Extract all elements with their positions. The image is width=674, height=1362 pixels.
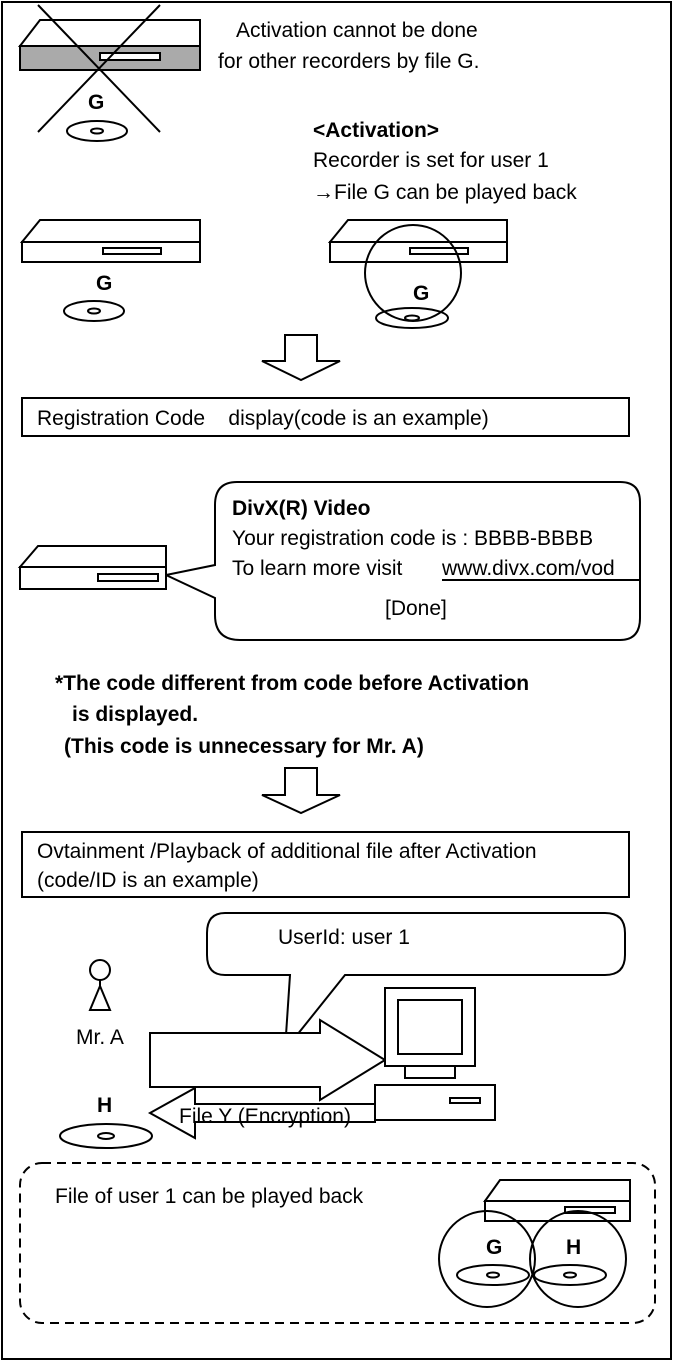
result-circle-h bbox=[529, 1210, 627, 1308]
disc-label-left: G bbox=[96, 272, 112, 295]
obtainment-line-2: (code/ID is an example) bbox=[37, 869, 259, 892]
file-arrow-label: File Y (Encryption) bbox=[179, 1105, 351, 1128]
obtainment-box bbox=[21, 831, 630, 898]
crossed-disc-label: G bbox=[88, 91, 104, 114]
note-line-3: (This code is unnecessary for Mr. A) bbox=[64, 735, 424, 758]
activation-line-1: Recorder is set for user 1 bbox=[313, 149, 549, 172]
crossed-disc-icon bbox=[66, 120, 128, 142]
registration-box bbox=[21, 397, 630, 437]
person-label: Mr. A bbox=[76, 1026, 124, 1049]
userid-bubble bbox=[206, 912, 626, 1054]
disc-label-h: H bbox=[97, 1094, 112, 1117]
disc-label-right: G bbox=[413, 282, 429, 305]
upload-arrow bbox=[149, 1018, 387, 1102]
cross-mark-icon bbox=[37, 4, 161, 133]
dialog-code-line: Your registration code is : BBBB-BBBB bbox=[232, 527, 593, 550]
result-disc-h-label: H bbox=[566, 1236, 581, 1259]
dialog-title: DivX(R) Video bbox=[232, 497, 370, 520]
crossed-recorder bbox=[17, 19, 201, 71]
computer-icon bbox=[374, 987, 496, 1121]
disc-right-icon bbox=[375, 307, 449, 329]
recorder-left bbox=[19, 219, 201, 263]
registration-label: Registration Code display(code is an exa… bbox=[37, 407, 489, 430]
restriction-line-2: for other recorders by file G. bbox=[218, 50, 479, 73]
person-icon bbox=[88, 959, 112, 1011]
note-line-1: *The code different from code before Act… bbox=[55, 672, 529, 695]
result-disc-g-label: G bbox=[486, 1236, 502, 1259]
note-line-2: is displayed. bbox=[72, 703, 198, 726]
recorder-right bbox=[327, 219, 508, 263]
disc-result-g-icon bbox=[456, 1264, 530, 1286]
disc-h-icon bbox=[59, 1123, 153, 1149]
dialog-bubble bbox=[162, 481, 641, 641]
file-arrow bbox=[147, 1086, 376, 1140]
dialog-learn-prefix: To learn more visit bbox=[232, 557, 403, 580]
down-arrow-1 bbox=[261, 334, 341, 382]
restriction-line-1: Activation cannot be done bbox=[236, 19, 478, 42]
activation-title: <Activation> bbox=[313, 119, 439, 142]
dialog-learn-link[interactable]: www.divx.com/vod bbox=[441, 557, 615, 580]
dialog-done-button[interactable]: [Done] bbox=[385, 597, 447, 620]
activation-circle bbox=[364, 224, 462, 322]
userid-text: UserId: user 1 bbox=[278, 926, 410, 949]
result-box bbox=[19, 1162, 656, 1324]
result-circle-g bbox=[438, 1210, 536, 1308]
result-text: File of user 1 can be played back bbox=[55, 1185, 364, 1208]
disc-left-icon bbox=[63, 300, 125, 322]
activation-line-2: →File G can be played back bbox=[313, 181, 577, 204]
obtainment-line-1: Ovtainment /Playback of additional file … bbox=[37, 840, 537, 863]
recorder-dialog bbox=[17, 545, 167, 590]
recorder-result bbox=[483, 1179, 631, 1222]
down-arrow-2 bbox=[261, 767, 341, 815]
disc-result-h-icon bbox=[533, 1264, 607, 1286]
